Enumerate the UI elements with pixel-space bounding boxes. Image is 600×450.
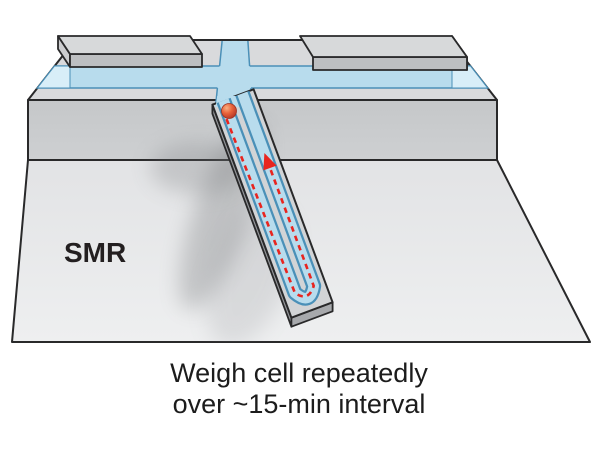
flow-path bbox=[225, 118, 316, 298]
smr-label: SMR bbox=[64, 237, 126, 268]
figure-caption: Weigh cell repeatedly over ~15-min inter… bbox=[170, 358, 428, 419]
pedestal-right bbox=[299, 35, 468, 71]
bypass-channel-left-end bbox=[36, 65, 71, 89]
caption-line-2: over ~15-min interval bbox=[173, 389, 426, 419]
flow-arrow bbox=[263, 153, 277, 171]
pedestal-left bbox=[57, 35, 203, 68]
cell bbox=[221, 103, 237, 119]
caption-line-1: Weigh cell repeatedly bbox=[170, 358, 428, 388]
